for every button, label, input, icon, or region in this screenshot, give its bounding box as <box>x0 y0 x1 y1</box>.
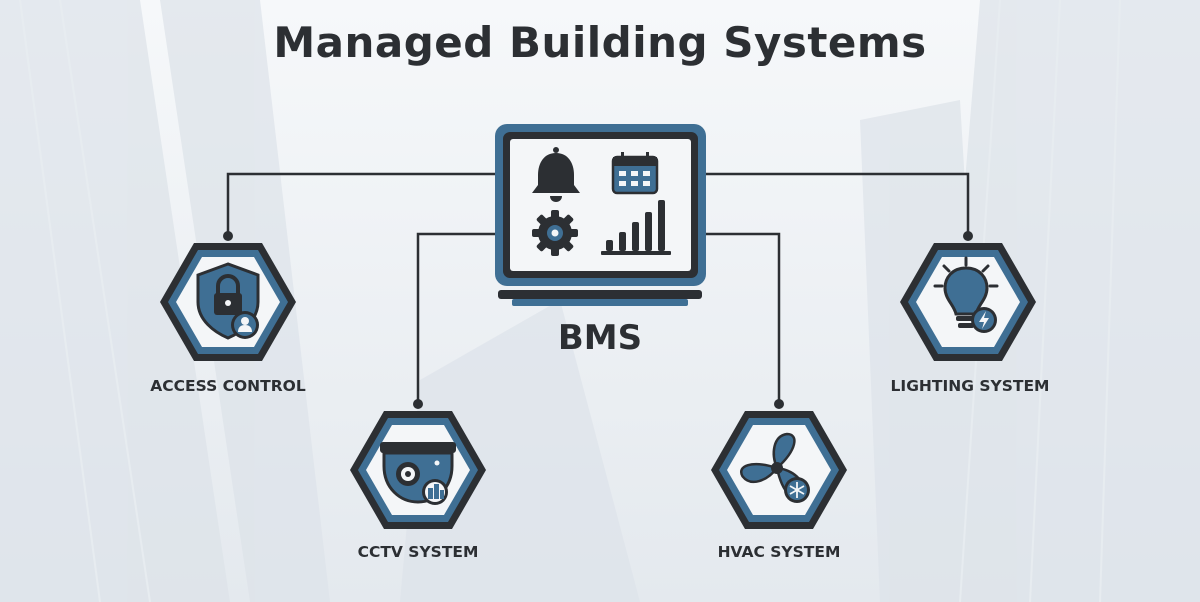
bms-monitor-icon <box>495 124 706 306</box>
node-label-access-control: ACCESS CONTROL <box>150 377 306 395</box>
cctv-camera-icon <box>380 442 456 505</box>
page-title: Managed Building Systems <box>273 18 927 67</box>
shield-lock-icon <box>196 262 260 340</box>
gear-icon <box>532 210 578 256</box>
fan-icon <box>740 432 810 503</box>
bell-icon <box>532 147 580 202</box>
hub-label: BMS <box>557 318 643 358</box>
light-bulb-icon <box>933 256 999 333</box>
connector-hvac <box>706 232 781 404</box>
node-label-lighting: LIGHTING SYSTEM <box>890 377 1050 395</box>
bar-chart-icon <box>601 200 671 255</box>
connector-dot-access <box>223 231 233 241</box>
connector-lighting <box>706 172 970 236</box>
calendar-icon <box>611 152 659 195</box>
connector-dot-cctv <box>413 399 423 409</box>
node-label-cctv: CCTV SYSTEM <box>357 543 479 561</box>
node-label-hvac: HVAC SYSTEM <box>717 543 841 561</box>
connector-cctv <box>416 232 495 404</box>
connector-access <box>226 172 495 236</box>
connector-dot-lighting <box>963 231 973 241</box>
connector-dot-hvac <box>774 399 784 409</box>
